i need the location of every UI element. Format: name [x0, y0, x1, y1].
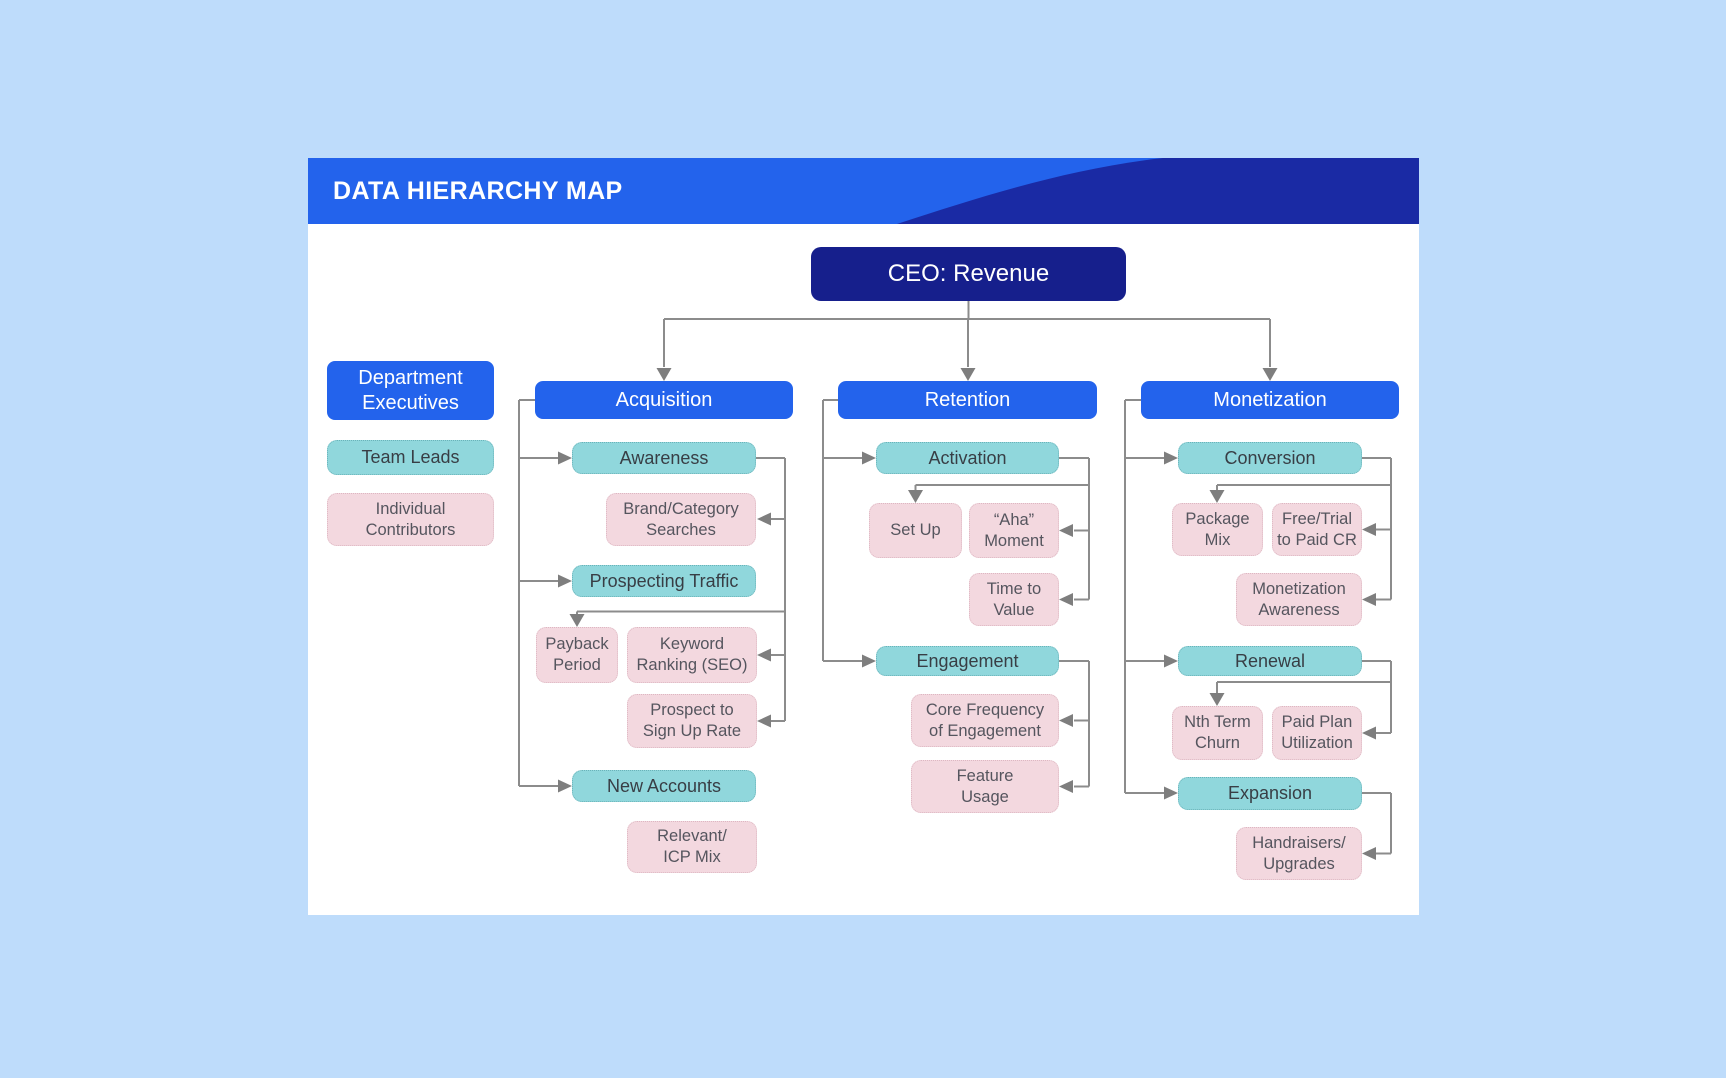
legend-item-team-leads: Team Leads — [327, 440, 494, 475]
arrowhead — [862, 451, 876, 465]
arrowhead — [757, 512, 771, 526]
arrowhead — [1164, 451, 1178, 465]
arrowhead — [1362, 847, 1376, 860]
arrowhead — [960, 368, 976, 381]
arrowhead — [1059, 714, 1073, 727]
node-brand-category-searches: Brand/Category Searches — [606, 493, 756, 546]
title-bar: DATA HIERARCHY MAP — [308, 158, 1419, 224]
node-package-mix: Package Mix — [1172, 503, 1263, 556]
arrowhead — [1164, 786, 1178, 800]
arrowhead — [908, 490, 923, 503]
arrowhead — [1059, 780, 1073, 793]
column-header-retention: Retention — [838, 381, 1097, 419]
node-prospect-to-sign-up-rate: Prospect to Sign Up Rate — [627, 694, 757, 748]
legend-item-ics: Individual Contributors — [327, 493, 494, 546]
node-engagement: Engagement — [876, 646, 1059, 676]
node-renewal: Renewal — [1178, 646, 1362, 676]
arrowhead — [656, 368, 672, 381]
node-conversion: Conversion — [1178, 442, 1362, 474]
node-handraisers-upgrades: Handraisers/ Upgrades — [1236, 827, 1362, 880]
node-free-trial-to-paid-cr: Free/Trial to Paid CR — [1272, 503, 1362, 556]
arrowhead — [1059, 593, 1073, 606]
arrowhead — [1209, 693, 1225, 706]
arrowhead — [569, 614, 585, 627]
column-header-monetization: Monetization — [1141, 381, 1399, 419]
arrowhead — [1209, 490, 1225, 503]
legend-item-dept-execs: Department Executives — [327, 361, 494, 420]
arrowhead — [558, 574, 572, 588]
node-nth-term-churn: Nth Term Churn — [1172, 706, 1263, 760]
arrowhead — [1362, 593, 1376, 606]
arrowhead — [1059, 524, 1073, 537]
node-paid-plan-utilization: Paid Plan Utilization — [1272, 706, 1362, 760]
node-prospecting-traffic: Prospecting Traffic — [572, 565, 756, 597]
arrowhead — [757, 648, 771, 662]
node-awareness: Awareness — [572, 442, 756, 474]
arrowhead — [862, 654, 876, 668]
node-time-to-value: Time to Value — [969, 573, 1059, 626]
column-header-acquisition: Acquisition — [535, 381, 793, 419]
arrowhead — [558, 451, 572, 465]
node-core-frequency-of-engagement: Core Frequency of Engagement — [911, 694, 1059, 747]
page-title: DATA HIERARCHY MAP — [333, 176, 623, 205]
arrowhead — [558, 779, 572, 793]
node-payback-period: Payback Period — [536, 627, 618, 683]
arrowhead — [1262, 368, 1278, 381]
ceo-revenue-node: CEO: Revenue — [811, 247, 1126, 301]
swoosh-decoration — [897, 158, 1419, 224]
arrowhead — [1362, 523, 1376, 536]
node-monetization-awareness: Monetization Awareness — [1236, 573, 1362, 626]
node-aha-moment: “Aha” Moment — [969, 503, 1059, 558]
arrowhead — [757, 714, 771, 728]
node-keyword-ranking-seo: Keyword Ranking (SEO) — [627, 627, 757, 683]
connector-layer — [518, 301, 1392, 860]
arrowhead — [1362, 726, 1376, 740]
node-expansion: Expansion — [1178, 777, 1362, 810]
node-relevant-icp-mix: Relevant/ ICP Mix — [627, 821, 757, 873]
node-feature-usage: Feature Usage — [911, 760, 1059, 813]
node-activation: Activation — [876, 442, 1059, 474]
node-set-up: Set Up — [869, 503, 962, 558]
arrowhead — [1164, 654, 1178, 668]
node-new-accounts: New Accounts — [572, 770, 756, 802]
